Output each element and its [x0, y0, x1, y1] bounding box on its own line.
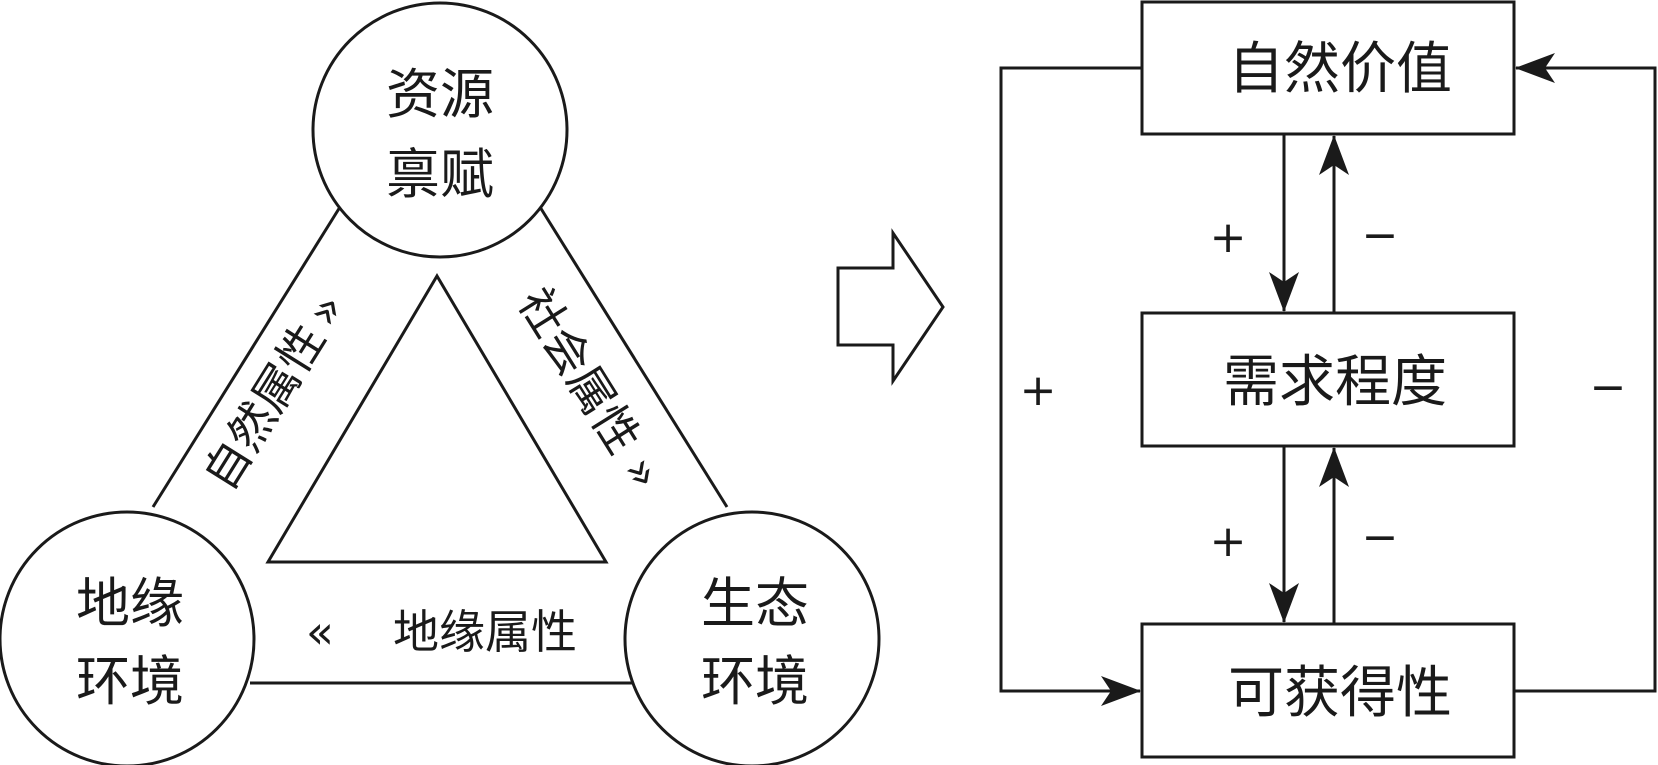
- box-top: [1140, 0, 1516, 136]
- edge-right-outer: [538, 206, 729, 508]
- node-left-line2: 环境: [76, 650, 184, 713]
- transition-arrow-icon: [836, 228, 945, 386]
- node-circle-right: [623, 510, 881, 765]
- triangle-diagram: 资源 禀赋 地缘 环境 生态 环境 自然属性 » 社会属性 » « 地缘属性: [0, 1, 881, 765]
- sign-bottom-down: +: [1210, 516, 1247, 567]
- node-circle-top: [311, 1, 569, 259]
- sign-top-down: +: [1210, 212, 1247, 263]
- inner-triangle: [265, 273, 609, 564]
- node-right-line1: 生态: [701, 572, 809, 635]
- edge-label-right-group: 社会属性 »: [508, 278, 674, 498]
- arrow-outer-right-loop: [1514, 53, 1657, 693]
- chevron-left-icon: «: [306, 605, 334, 659]
- node-top-line1: 资源: [386, 63, 494, 126]
- flowchart: 自然价值 需求程度 可获得性 + − + − + −: [999, 0, 1657, 759]
- sign-outer-right: −: [1590, 362, 1627, 413]
- box-middle: [1140, 311, 1516, 448]
- box-top-label: 自然价值: [1228, 37, 1452, 102]
- sign-outer-left: +: [1020, 365, 1057, 416]
- box-bottom-label: 可获得性: [1228, 661, 1452, 726]
- arrow-outer-left-loop: [999, 66, 1142, 706]
- edge-label-bottom: 地缘属性: [393, 605, 577, 659]
- box-middle-label: 需求程度: [1223, 350, 1447, 415]
- sign-bottom-up: −: [1362, 512, 1399, 563]
- sign-top-up: −: [1362, 210, 1399, 261]
- node-circle-left: [0, 510, 256, 765]
- edge-label-right: 社会属性: [508, 278, 651, 463]
- edge-left-outer: [151, 206, 342, 508]
- node-right-line2: 环境: [701, 650, 809, 713]
- node-left-line1: 地缘: [76, 572, 184, 635]
- box-bottom: [1140, 622, 1516, 759]
- edge-label-left-group: 自然属性 »: [193, 283, 356, 499]
- chevron-right-icon: »: [613, 446, 674, 498]
- node-top-line2: 禀赋: [386, 143, 494, 206]
- triangle-outer-edges: [151, 206, 729, 685]
- edge-label-bottom-group: « 地缘属性: [306, 605, 577, 659]
